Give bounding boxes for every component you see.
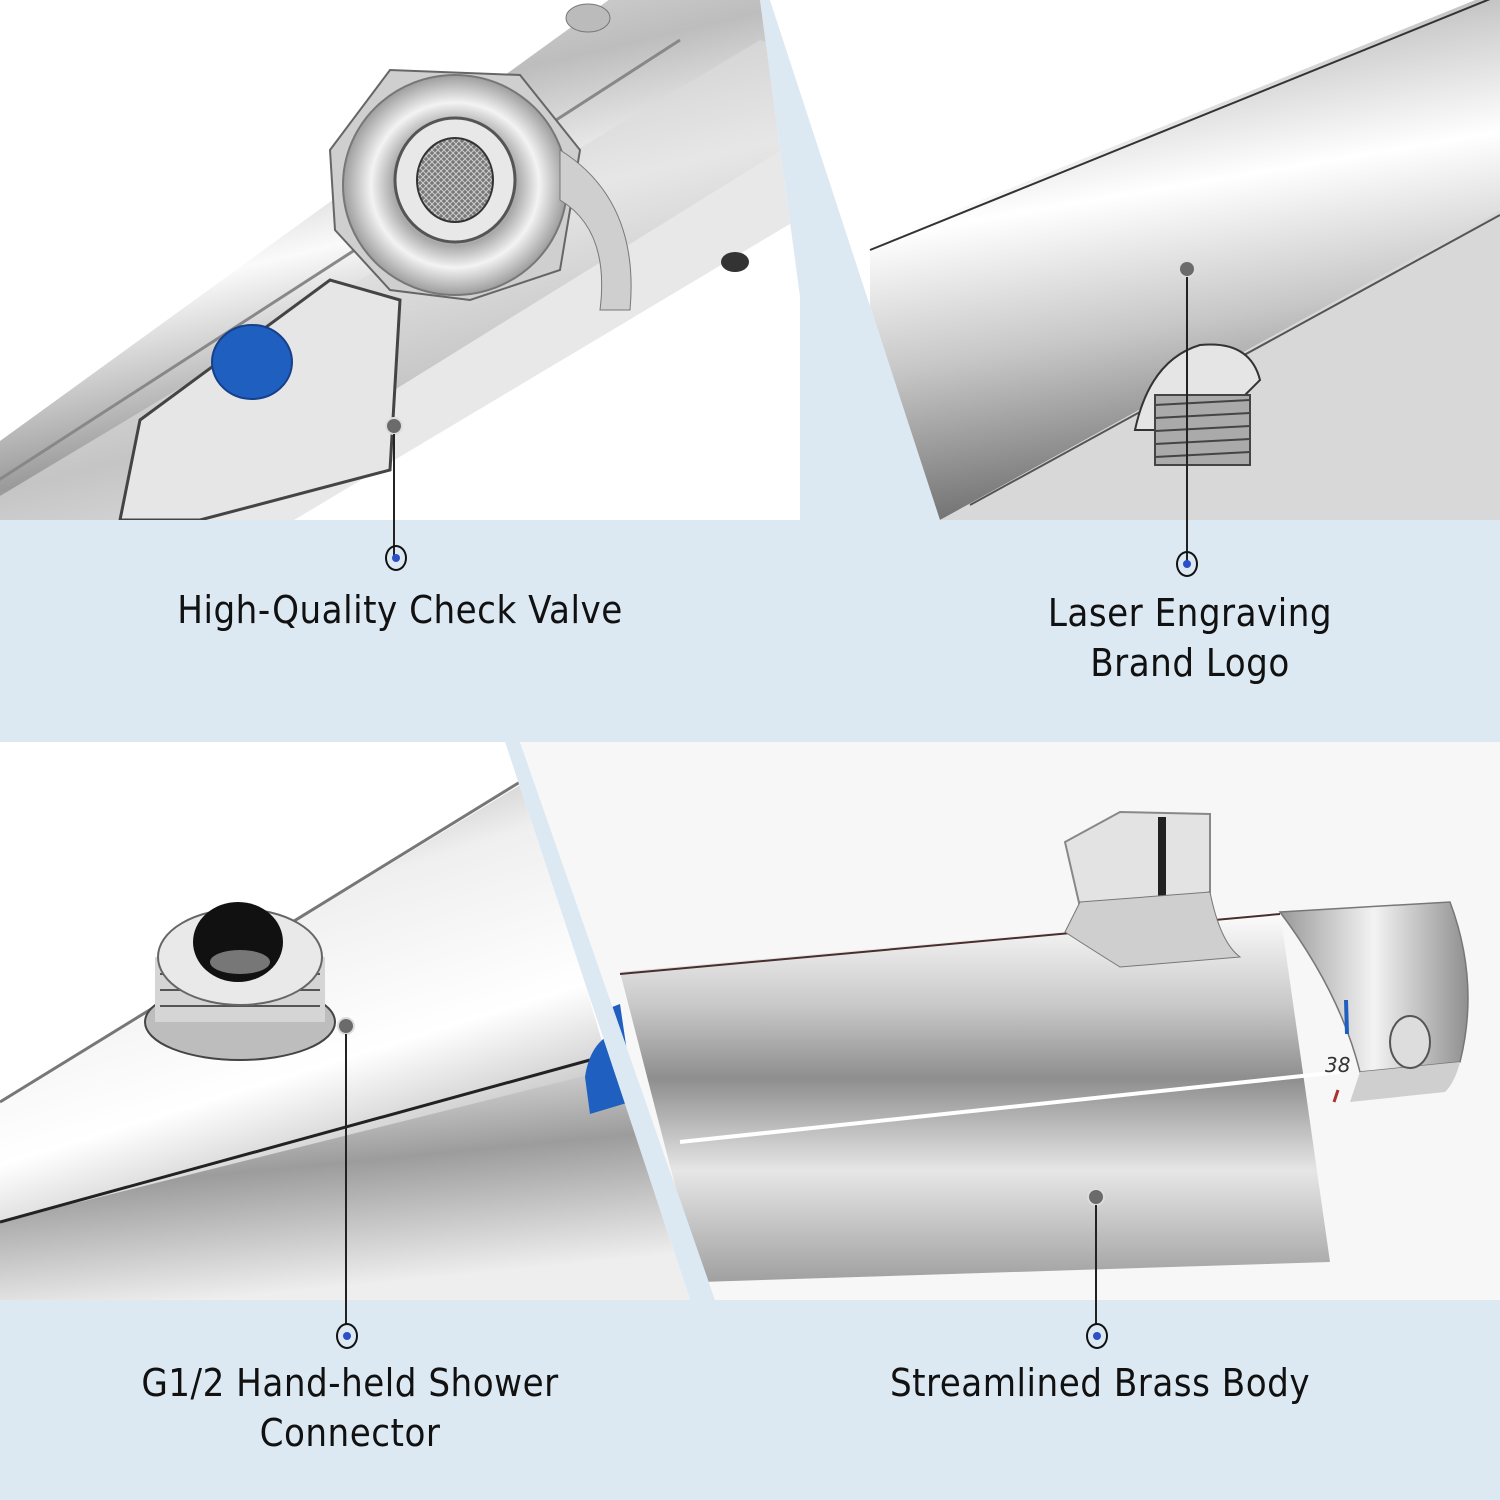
caption-line: G1/2 Hand-held Shower (141, 1361, 559, 1405)
caption-line: Laser Engraving (1047, 591, 1333, 635)
brass-body-photo: 38 (520, 742, 1500, 1300)
panel-brass-body: 38 (520, 742, 1500, 1300)
caption-check-valve: High-Quality Check Valve (80, 585, 720, 635)
laser-engraving-photo (770, 0, 1500, 520)
caption-line: High-Quality Check Valve (177, 588, 623, 632)
hot-scale-mark (1332, 1089, 1340, 1103)
callout-marker (336, 1323, 358, 1349)
callout-leader-line (1095, 1300, 1097, 1325)
callout-leader-line (393, 434, 395, 520)
callout-anchor-dot (337, 1017, 355, 1035)
marker-dot-icon (1093, 1332, 1101, 1340)
callout-leader-line (1095, 1205, 1097, 1300)
temperature-dial-label: 38 (1325, 1053, 1350, 1077)
caption-line: Connector (259, 1411, 441, 1455)
callout-anchor-dot (1178, 260, 1196, 278)
callout-leader-line (393, 520, 395, 557)
check-valve-photo (0, 0, 800, 520)
callout-marker (1086, 1323, 1108, 1349)
callout-leader-line (1186, 520, 1188, 562)
caption-brass-body: Streamlined Brass Body (830, 1358, 1370, 1408)
cold-scale-mark (1344, 999, 1349, 1035)
marker-dot-icon (343, 1332, 351, 1340)
caption-line: Brand Logo (1090, 641, 1290, 685)
callout-anchor-dot (385, 417, 403, 435)
callout-anchor-dot (1087, 1188, 1105, 1206)
marker-dot-icon (1183, 560, 1191, 568)
callout-leader-line (1186, 277, 1188, 520)
callout-leader-line (345, 1300, 347, 1325)
safety-stop-button (1389, 1015, 1431, 1069)
caption-line: Streamlined Brass Body (889, 1361, 1311, 1405)
cold-indicator-dot (211, 324, 293, 400)
callout-leader-line (345, 1034, 347, 1300)
callout-marker (1176, 551, 1198, 577)
marker-dot-icon (392, 554, 400, 562)
panel-laser-engraving (770, 0, 1500, 520)
panel-check-valve (0, 0, 800, 520)
callout-marker (385, 545, 407, 571)
thread-rings (1154, 394, 1251, 466)
caption-shower-connector: G1/2 Hand-held Shower Connector (50, 1358, 650, 1458)
caption-laser-engraving: Laser Engraving Brand Logo (900, 588, 1480, 688)
